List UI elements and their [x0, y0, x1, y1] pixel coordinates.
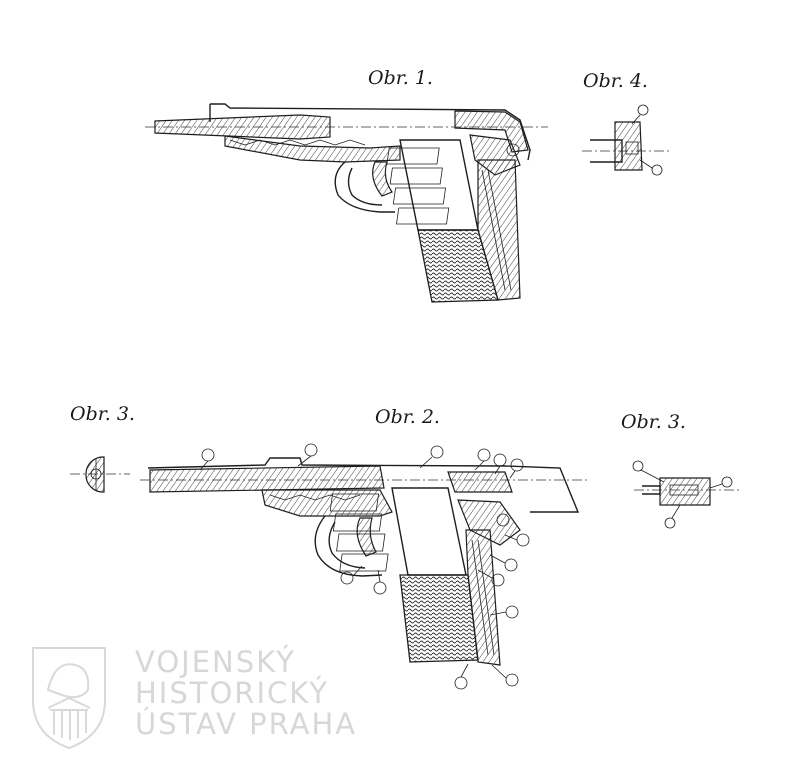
- obr4-callout-b: [651, 164, 663, 176]
- figure-label-obr1: Obr. 1.: [368, 67, 433, 89]
- obr3-right-callout-a: [632, 460, 644, 472]
- figure-label-obr3-right: Obr. 3.: [621, 411, 686, 433]
- obr2-slide-outline: [147, 457, 580, 513]
- obr3-left-detail-drawing: [70, 456, 130, 493]
- obr1-cartridges: [386, 147, 450, 225]
- obr4-body: [614, 121, 643, 171]
- obr1-trigger: [372, 161, 393, 197]
- obr3-left-section: [85, 456, 105, 493]
- obr2-cartridges: [329, 493, 389, 572]
- obr2-callouts: [199, 443, 530, 690]
- obr1-slide-outline: [210, 103, 531, 161]
- watermark-line2: HISTORICKÝ: [135, 676, 329, 710]
- watermark-emblem: [32, 647, 106, 750]
- obr3-right-callout-c: [664, 517, 676, 529]
- watermark: VOJENSKÝ HISTORICKÝ ÚSTAV PRAHA: [32, 645, 357, 750]
- obr2-barrel: [149, 465, 385, 493]
- obr2-grip: [399, 574, 479, 663]
- obr1-backstrap: [477, 159, 521, 301]
- obr2-trigger: [356, 517, 377, 557]
- obr1-pistol-drawing: [145, 103, 548, 303]
- obr1-frame-front: [224, 135, 401, 163]
- figure-label-obr4: Obr. 4.: [583, 70, 648, 92]
- obr2-pistol-drawing: [140, 443, 590, 690]
- obr3-right-callout-b: [721, 476, 733, 488]
- obr4-callout-a: [637, 104, 649, 116]
- obr2-backstrap: [465, 529, 501, 666]
- obr2-magazine: [391, 487, 467, 576]
- obr2-trigger-guard: [314, 515, 383, 577]
- obr1-pin: [506, 143, 520, 157]
- obr2-frame-front: [261, 489, 393, 517]
- obr1-trigger-guard: [334, 161, 395, 213]
- obr3-right-detail-drawing: [632, 460, 740, 529]
- watermark-line3: ÚSTAV PRAHA: [135, 707, 357, 741]
- watermark-line1: VOJENSKÝ: [135, 645, 296, 679]
- figure-label-obr2: Obr. 2.: [375, 406, 440, 428]
- obr1-barrel: [154, 114, 331, 140]
- obr2-pin: [496, 513, 510, 527]
- obr4-detail-drawing: [582, 104, 672, 176]
- figure-label-obr3-left: Obr. 3.: [70, 403, 135, 425]
- obr3-right-body: [659, 477, 711, 506]
- obr2-breech-block: [447, 471, 513, 493]
- obr1-magazine: [399, 139, 479, 231]
